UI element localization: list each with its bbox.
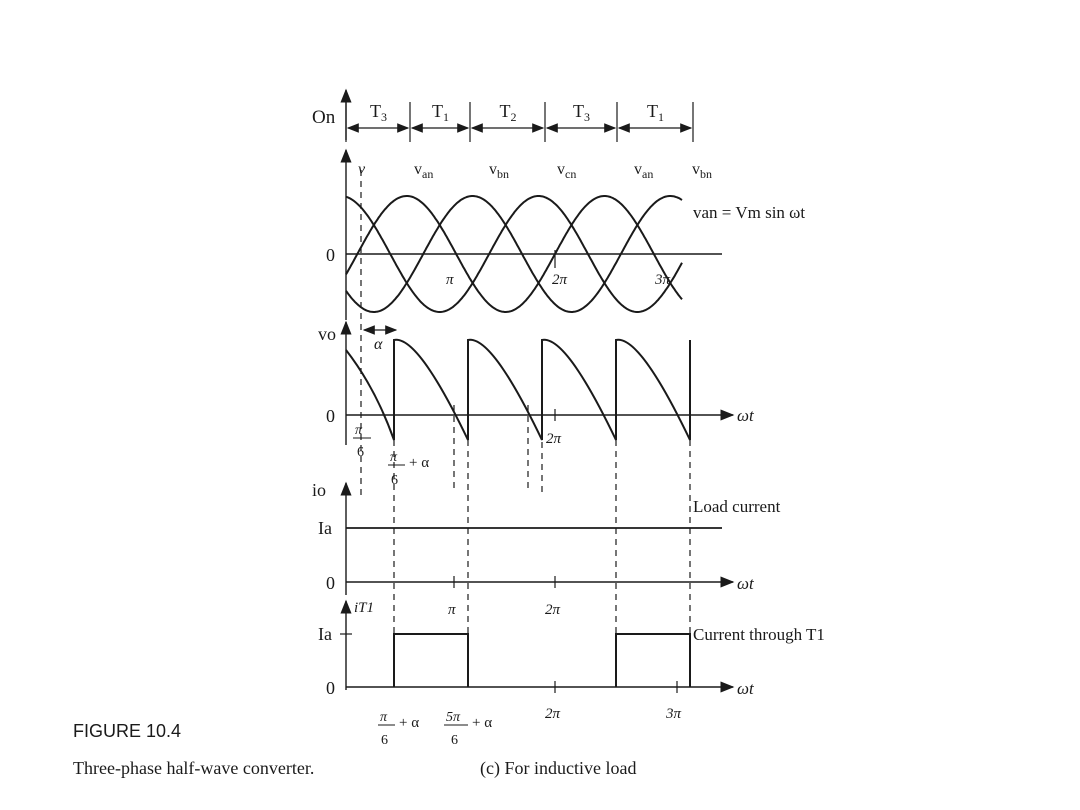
phase-ticks: π 2π 3π <box>446 250 671 288</box>
bottom-pi6-alpha-label: π 6 + α <box>378 710 419 748</box>
io-pi-label: π <box>448 602 456 618</box>
conduction-intervals: T3 T1 T2 T3 T1 <box>345 101 694 142</box>
svg-text:+ α: + α <box>409 455 429 471</box>
io-label: io <box>312 480 326 500</box>
output-voltage-panel: vo 0 ωt α 2π π 6 π 6 + α <box>318 320 755 492</box>
it1-pulse-1 <box>393 633 469 687</box>
conduction-interval-label: T3 <box>573 101 590 124</box>
it1-3pi-label: 3π <box>665 706 682 722</box>
conduction-interval-label: T3 <box>370 101 387 124</box>
phase-curve-c <box>345 195 683 313</box>
load-current-legend: Load current <box>693 497 781 516</box>
phase-curve-label: vbn <box>692 161 712 181</box>
vo-zero-label: 0 <box>326 406 335 426</box>
io-level-label: Ia <box>318 518 332 538</box>
conduction-interval-label: T1 <box>432 101 449 124</box>
phase-voltage-panel: 0 v van vbn vcn van vbn van = Vm sin ωt π 2π 3… <box>326 148 805 495</box>
svg-text:6: 6 <box>381 733 388 748</box>
phase-curve-a <box>345 195 683 313</box>
figure-title: Three-phase half-wave converter. <box>73 758 314 778</box>
pi-over-6-plus-alpha-label: π 6 + α <box>388 450 429 488</box>
alpha-label: α <box>374 336 383 353</box>
svg-text:π: π <box>380 710 388 725</box>
pi-over-6-label: π 6 <box>353 423 371 460</box>
it1-level-label: Ia <box>318 624 332 644</box>
phase-curve-label: vcn <box>557 161 576 181</box>
phase-curves <box>345 170 683 495</box>
phase-zero-label: 0 <box>326 245 335 265</box>
thyristor-current-panel: iT1 Ia 0 ωt Current through T1 2π 3π π 6… <box>318 599 825 748</box>
v-marker-label: v <box>358 161 366 178</box>
phase-tick-label: 3π <box>654 272 671 288</box>
it1-zero-label: 0 <box>326 678 335 698</box>
svg-text:6: 6 <box>357 445 364 460</box>
vo-label: vo <box>318 324 336 344</box>
phase-curve-label: vbn <box>489 161 509 181</box>
io-omega-t-label: ωt <box>737 574 755 593</box>
svg-text:6: 6 <box>391 473 398 488</box>
phase-curve-label: van <box>414 161 433 181</box>
it1-2pi-label: 2π <box>545 706 561 722</box>
svg-text:5π: 5π <box>446 710 461 725</box>
figure-label: FIGURE 10.4 <box>73 721 181 741</box>
on-axis-label: On <box>312 107 336 128</box>
conduction-interval-label: T1 <box>647 101 664 124</box>
vo-omega-t-label: ωt <box>737 406 755 425</box>
svg-text:+ α: + α <box>472 715 492 731</box>
vo-guide-dashes <box>453 405 543 492</box>
svg-text:+ α: + α <box>399 715 419 731</box>
it1-label: iT1 <box>354 600 374 616</box>
thyristor-current-legend: Current through T1 <box>693 625 825 644</box>
svg-text:6: 6 <box>451 733 458 748</box>
vertical-guides <box>393 440 691 687</box>
io-zero-label: 0 <box>326 573 335 593</box>
conduction-interval-label: T2 <box>500 101 517 124</box>
phase-tick-label: 2π <box>552 272 568 288</box>
bottom-5pi6-alpha-label: 5π 6 + α <box>444 710 492 748</box>
phase-curve-label: van <box>634 161 653 181</box>
it1-pulse-2 <box>615 633 691 687</box>
phase-tick-label: π <box>446 272 454 288</box>
it1-omega-t-label: ωt <box>737 679 755 698</box>
phase-curve-b <box>345 195 683 313</box>
phase-curve-labels: van vbn vcn van vbn <box>414 161 712 181</box>
vo-waveform <box>345 338 691 441</box>
svg-text:π: π <box>355 423 363 438</box>
load-current-panel: io Ia 0 ωt Load current π 2π <box>312 480 781 618</box>
figure-subcaption: (c) For inductive load <box>480 758 636 779</box>
conduction-band: On T3 T1 T2 T3 T1 <box>312 88 694 142</box>
vo-2pi-label: 2π <box>546 431 562 447</box>
svg-text:π: π <box>390 450 398 465</box>
phase-equation: van = Vm sin ωt <box>693 203 805 222</box>
io-2pi-label: 2π <box>545 602 561 618</box>
